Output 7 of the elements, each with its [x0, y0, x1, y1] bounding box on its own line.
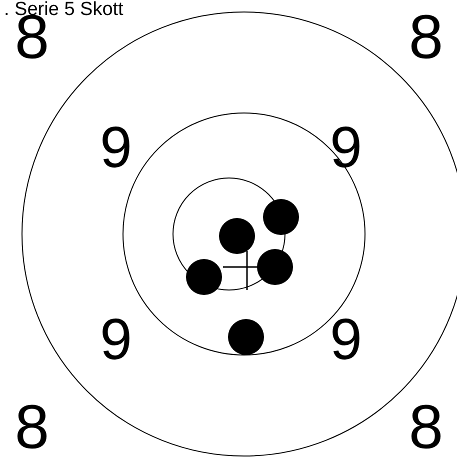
ring-number: 8 [408, 7, 444, 69]
ring-number: 9 [100, 311, 132, 369]
ring-number: 9 [100, 119, 132, 177]
ring-number: 9 [330, 311, 362, 369]
ring-number: 8 [14, 397, 50, 458]
ring-number: 8 [408, 397, 444, 458]
ring-number: 9 [330, 119, 362, 177]
